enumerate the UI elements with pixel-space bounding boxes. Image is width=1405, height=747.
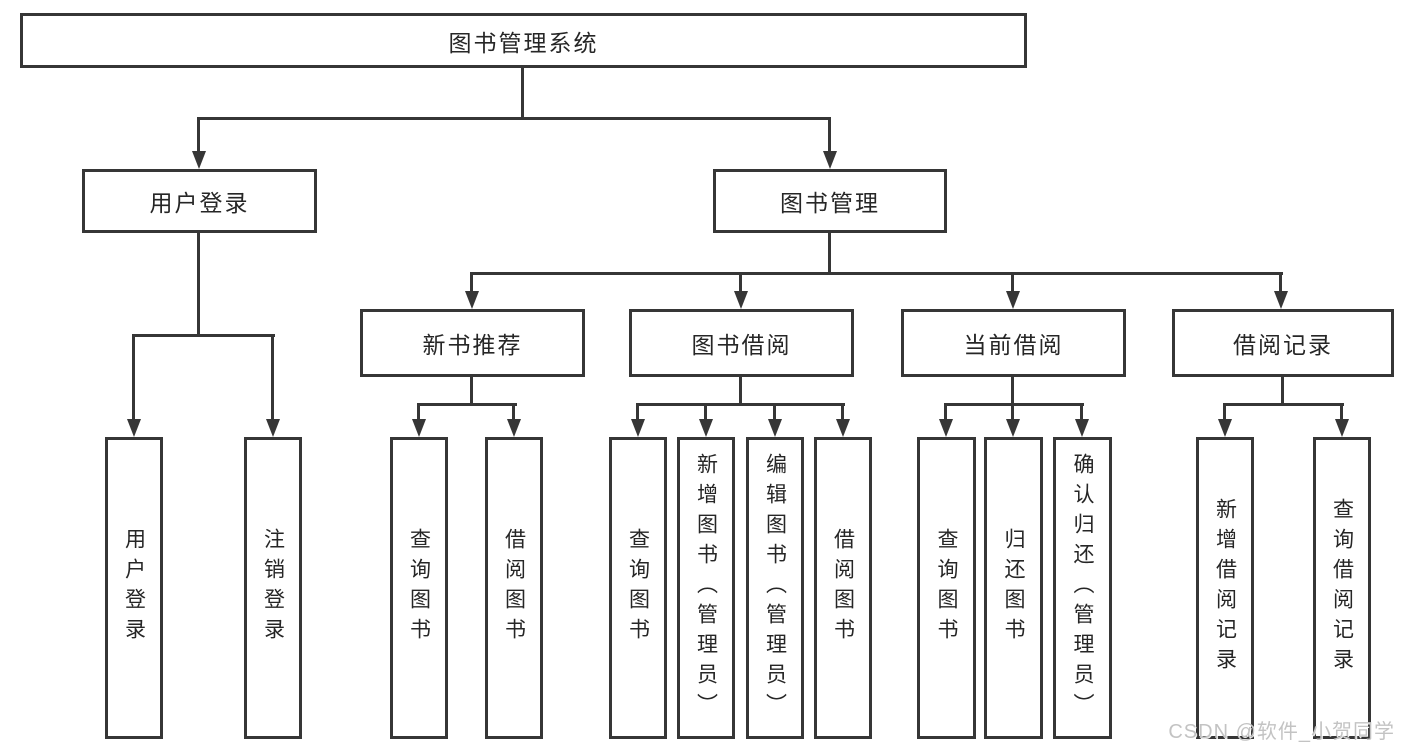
connector-line [1279, 272, 1282, 292]
connector-line [470, 377, 473, 406]
watermark: CSDN @软件_小贺同学 [1168, 721, 1395, 743]
arrowhead-down-icon [939, 419, 953, 437]
arrowhead-down-icon [699, 419, 713, 437]
connector-line [944, 403, 947, 419]
leaf-query-books-current: 查询图书 [917, 437, 976, 739]
leaf-query-books-recommend-label: 查询图书 [407, 528, 431, 648]
arrowhead-down-icon [1218, 419, 1232, 437]
connector-line [417, 403, 420, 419]
leaf-user-login-label: 用户登录 [122, 528, 146, 648]
connector-line [470, 272, 1283, 275]
connector-line [1223, 403, 1344, 406]
leaf-confirm-return-admin-label: 确认归还（管理员） [1071, 453, 1094, 723]
node-new-book-recommend: 新书推荐 [360, 309, 585, 377]
connector-line [1011, 377, 1014, 406]
leaf-user-login: 用户登录 [105, 437, 163, 739]
node-user-login-label: 用户登录 [149, 190, 250, 216]
connector-line [704, 403, 707, 419]
connector-line [1011, 272, 1014, 292]
connector-line [132, 334, 135, 419]
arrowhead-down-icon [266, 419, 280, 437]
node-book-management-label: 图书管理 [780, 190, 880, 216]
leaf-borrow-books-recommend-label: 借阅图书 [502, 528, 526, 648]
leaf-add-borrow-record: 新增借阅记录 [1196, 437, 1254, 739]
connector-line [828, 117, 831, 151]
leaf-return-books: 归还图书 [984, 437, 1043, 739]
connector-line [417, 403, 517, 406]
leaf-borrow-books-label: 借阅图书 [831, 528, 855, 648]
connector-line [773, 403, 776, 419]
connector-line [197, 117, 831, 120]
arrowhead-down-icon [412, 419, 426, 437]
connector-line [197, 233, 200, 336]
leaf-query-books-borrowing: 查询图书 [609, 437, 667, 739]
leaf-query-books-current-label: 查询图书 [935, 528, 958, 648]
connector-line [828, 233, 831, 274]
connector-line [1340, 403, 1343, 419]
node-current-borrowing-label: 当前借阅 [963, 332, 1064, 358]
arrowhead-down-icon [1075, 419, 1089, 437]
node-user-login: 用户登录 [82, 169, 317, 233]
arrowhead-down-icon [192, 151, 206, 169]
leaf-add-books-admin-label: 新增图书（管理员） [694, 453, 718, 723]
arrowhead-down-icon [734, 291, 748, 309]
arrowhead-down-icon [768, 419, 782, 437]
leaf-query-borrow-record-label: 查询借阅记录 [1330, 498, 1354, 678]
connector-line [636, 403, 845, 406]
connector-line [636, 403, 639, 419]
leaf-borrow-books: 借阅图书 [814, 437, 872, 739]
node-borrow-records-label: 借阅记录 [1233, 332, 1333, 358]
connector-line [1080, 403, 1083, 419]
arrowhead-down-icon [127, 419, 141, 437]
connector-line [739, 377, 742, 406]
connector-line [271, 334, 274, 419]
leaf-edit-books-admin: 编辑图书（管理员） [746, 437, 804, 739]
leaf-borrow-books-recommend: 借阅图书 [485, 437, 543, 739]
node-book-management: 图书管理 [713, 169, 947, 233]
arrowhead-down-icon [1335, 419, 1349, 437]
leaf-confirm-return-admin: 确认归还（管理员） [1053, 437, 1112, 739]
leaf-logout-label: 注销登录 [261, 528, 285, 648]
arrowhead-down-icon [1274, 291, 1288, 309]
leaf-add-borrow-record-label: 新增借阅记录 [1213, 498, 1237, 678]
leaf-return-books-label: 归还图书 [1002, 528, 1025, 648]
arrowhead-down-icon [465, 291, 479, 309]
connector-line [512, 403, 515, 419]
arrowhead-down-icon [1006, 291, 1020, 309]
connector-line [739, 272, 742, 292]
leaf-add-books-admin: 新增图书（管理员） [677, 437, 735, 739]
leaf-logout: 注销登录 [244, 437, 302, 739]
connector-line [470, 272, 473, 292]
arrowhead-down-icon [507, 419, 521, 437]
connector-line [132, 334, 275, 337]
connector-line [1011, 403, 1014, 419]
arrowhead-down-icon [823, 151, 837, 169]
node-current-borrowing: 当前借阅 [901, 309, 1126, 377]
node-borrow-records: 借阅记录 [1172, 309, 1394, 377]
connector-line [1223, 403, 1226, 419]
connector-line [944, 403, 1084, 406]
connector-line [197, 117, 200, 151]
node-book-borrowing: 图书借阅 [629, 309, 854, 377]
arrowhead-down-icon [1006, 419, 1020, 437]
node-book-borrowing-label: 图书借阅 [691, 332, 792, 358]
connector-line [521, 68, 524, 119]
arrowhead-down-icon [631, 419, 645, 437]
node-root-label: 图书管理系统 [448, 29, 599, 56]
node-root: 图书管理系统 [20, 13, 1027, 68]
node-new-book-recommend-label: 新书推荐 [422, 332, 523, 358]
connector-line [1281, 377, 1284, 406]
leaf-query-books-recommend: 查询图书 [390, 437, 448, 739]
connector-line [841, 403, 844, 419]
leaf-query-borrow-record: 查询借阅记录 [1313, 437, 1371, 739]
arrowhead-down-icon [836, 419, 850, 437]
leaf-query-books-borrowing-label: 查询图书 [626, 528, 650, 648]
leaf-edit-books-admin-label: 编辑图书（管理员） [763, 453, 787, 723]
